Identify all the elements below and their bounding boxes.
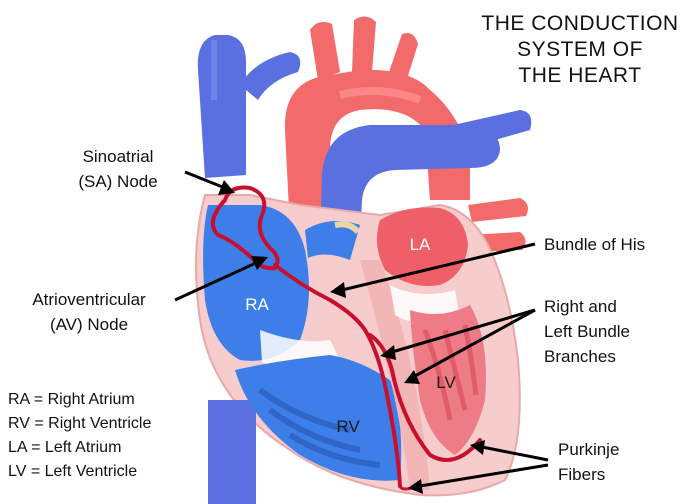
label-bundle-branches-line-2: Left Bundle (544, 322, 630, 341)
legend-item-lv: LV = Left Ventricle (8, 463, 137, 480)
chamber-label-rv: RV (336, 417, 360, 436)
label-av-node-line-1: Atrioventricular (32, 290, 146, 309)
diagram-title-line-2: SYSTEM OF (517, 38, 643, 61)
right-atrium (203, 205, 309, 361)
diagram-title-line-3: THE HEART (518, 64, 641, 87)
superior-vena-cava (198, 35, 300, 178)
abbreviation-legend: RA = Right Atrium RV = Right Ventricle L… (8, 391, 151, 480)
inferior-vena-cava (208, 400, 256, 504)
label-bundle-branches-line-1: Right and (544, 297, 617, 316)
label-bundle-branches-line-3: Branches (544, 347, 616, 366)
label-sa-node-line-2: (SA) Node (78, 172, 157, 191)
diagram-title-line-1: THE CONDUCTION (481, 12, 678, 35)
label-av-node-line-2: (AV) Node (50, 315, 128, 334)
legend-item-rv: RV = Right Ventricle (8, 415, 151, 432)
chamber-label-lv: LV (436, 373, 456, 392)
legend-item-ra: RA = Right Atrium (8, 391, 135, 408)
chamber-label-la: LA (410, 235, 431, 254)
aorta (285, 16, 470, 230)
legend-item-la: LA = Left Atrium (8, 439, 121, 456)
label-purkinje-line-2: Fibers (558, 465, 605, 484)
label-bundle-of-his: Bundle of His (544, 235, 645, 254)
label-purkinje-line-1: Purkinje (558, 440, 619, 459)
label-sa-node-line-1: Sinoatrial (83, 147, 154, 166)
chamber-label-ra: RA (245, 295, 269, 314)
heart-illustration (196, 16, 531, 504)
